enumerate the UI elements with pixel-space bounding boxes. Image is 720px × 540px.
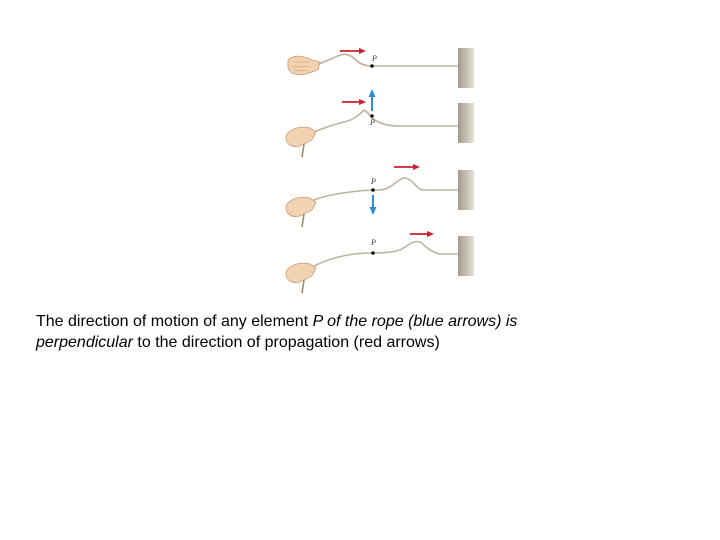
point-p-label: P <box>369 118 375 127</box>
point-p-label: P <box>370 238 376 247</box>
propagation-arrow <box>394 164 420 170</box>
wave-on-rope-figure: P P <box>280 40 480 295</box>
panel-4: P <box>285 231 474 294</box>
caption-text: to the direction of propagation (red arr… <box>132 334 440 351</box>
motion-arrow-up <box>368 89 376 111</box>
point-p <box>370 114 374 118</box>
rope <box>313 240 458 267</box>
point-p-label: P <box>371 54 377 63</box>
motion-arrow-down <box>369 195 377 215</box>
panel-1: P <box>287 48 474 88</box>
point-p <box>370 64 374 68</box>
panel-3: P <box>285 164 474 228</box>
caption-text: The direction of motion of any element <box>36 313 313 330</box>
rope <box>317 53 458 67</box>
wall <box>458 170 474 210</box>
rope <box>313 109 458 133</box>
hand-icon <box>285 262 317 294</box>
hand-icon <box>285 126 317 158</box>
caption-line-2: perpendicular to the direction of propag… <box>36 332 696 353</box>
panel-2: P <box>285 89 474 158</box>
hand-icon <box>287 55 321 76</box>
point-p <box>371 251 375 255</box>
caption-emphasis: P of the rope (blue arrows) is <box>312 313 518 330</box>
wall <box>458 48 474 88</box>
caption-emphasis-perpendicular: perpendicular <box>36 334 133 351</box>
propagation-arrow <box>342 99 366 105</box>
wall <box>458 103 474 143</box>
point-p-label: P <box>370 177 376 186</box>
hand-icon <box>285 196 317 228</box>
caption: The direction of motion of any element P… <box>36 311 696 353</box>
wall <box>458 236 474 276</box>
caption-line-1: The direction of motion of any element P… <box>36 311 696 332</box>
propagation-arrow <box>340 48 366 54</box>
rope <box>313 177 458 201</box>
figure-svg: P P <box>285 48 474 294</box>
point-p <box>371 188 375 192</box>
propagation-arrow <box>410 231 434 237</box>
